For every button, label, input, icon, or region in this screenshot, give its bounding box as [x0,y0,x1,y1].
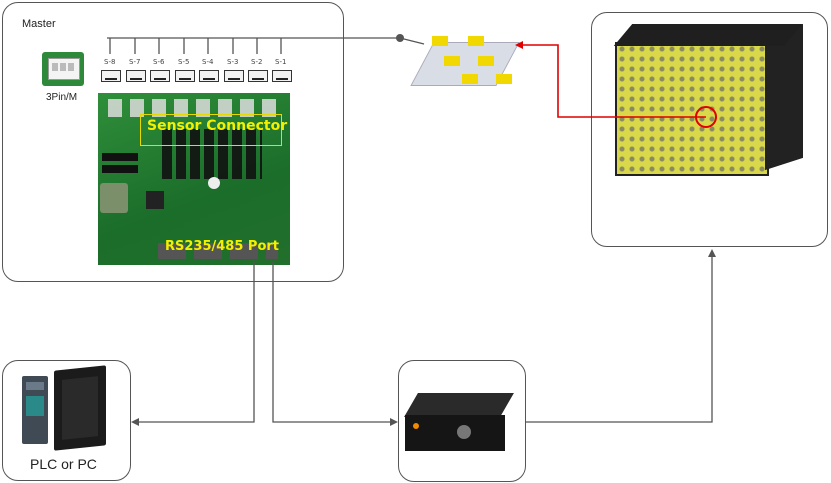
sensor-connector-highlight [140,114,282,146]
plc-pc-label: PLC or PC [30,456,97,472]
plc-device-icon [22,376,48,444]
sensor-connector-s3 [224,70,244,82]
sensor-connector-s1 [272,70,292,82]
sensor-connector-s6 [150,70,170,82]
port-label: RS235/485 Port [165,239,280,254]
controller-to-rack-line [526,249,716,423]
pin-label: 3Pin/M [46,92,78,103]
sensor-label-s7: S-7 [129,58,141,66]
master-to-plc-line [131,262,255,426]
master-to-controller-line [272,262,398,426]
sensor-bus-line [107,37,425,54]
sensor-label-s4: S-4 [202,58,214,66]
sensor-label-s8: S-8 [104,58,116,66]
battery-rack-image [613,22,807,176]
three-pin-connector-image [42,52,84,86]
sensor-connector-s4 [199,70,219,82]
sensor-connector-s8 [101,70,121,82]
pcb-board-image [98,93,290,265]
sensor-connector-s2 [248,70,268,82]
sensor-label-s3: S-3 [227,58,239,66]
sensor-plate-image [410,28,520,96]
sensor-connector-s5 [175,70,195,82]
sensor-label-s1: S-1 [275,58,287,66]
bus-end-dot [396,34,404,42]
master-title: Master [22,18,56,30]
sensor-connector-label: Sensor Connector [147,118,288,134]
sensor-connector-s7 [126,70,146,82]
sensor-label-s5: S-5 [178,58,190,66]
red-sensor-link [515,41,706,118]
sensor-label-s6: S-6 [153,58,165,66]
controller-device-image [404,393,515,453]
sensor-label-s2: S-2 [251,58,263,66]
